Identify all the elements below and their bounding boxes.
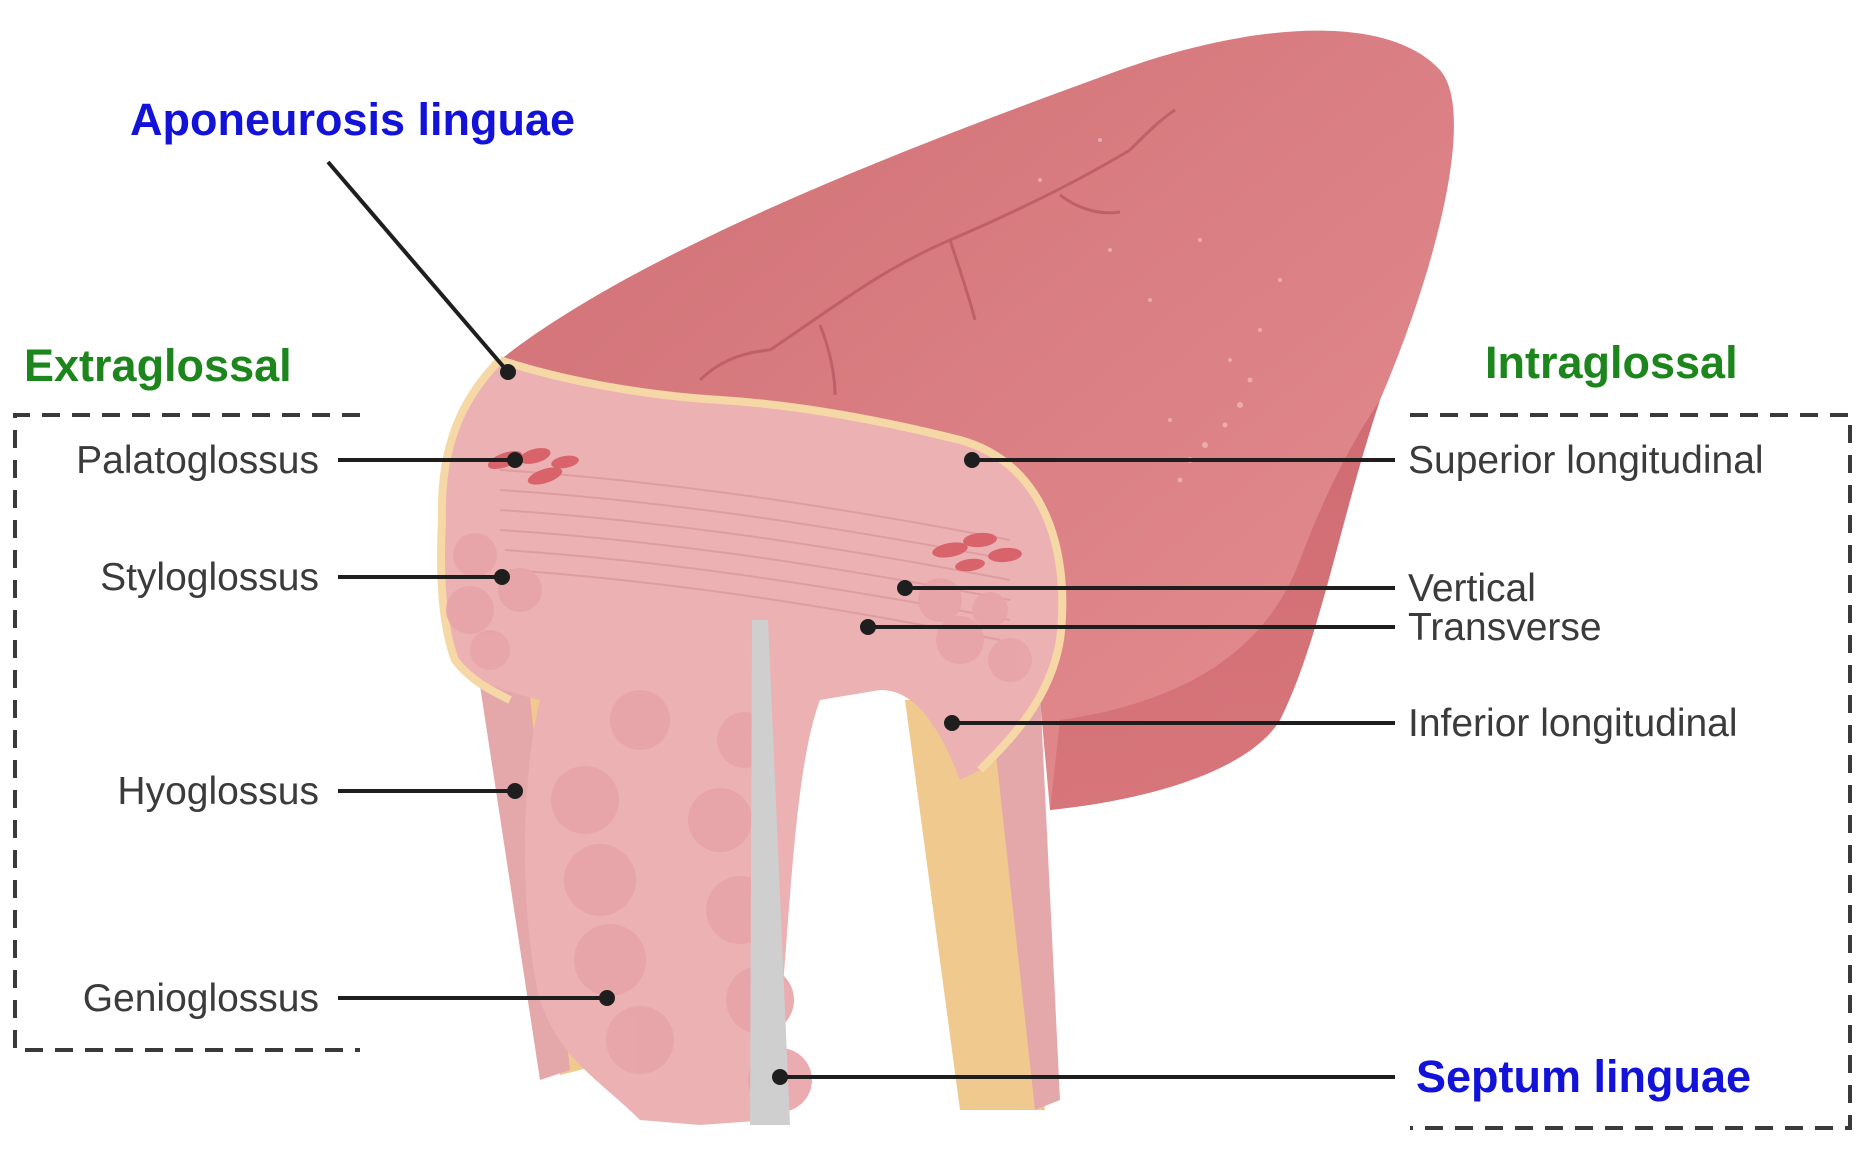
leader-aponeurosis [328, 162, 514, 378]
transverse-label: Transverse [1408, 608, 1602, 647]
styloglossus-label: Styloglossus [100, 558, 319, 597]
intraglossal-heading: Intraglossal [1485, 340, 1738, 385]
palatoglossus-label: Palatoglossus [76, 441, 319, 480]
intraglossal-group-box [1410, 415, 1850, 1128]
vertical-label: Vertical [1408, 569, 1536, 608]
aponeurosis-label: Aponeurosis linguae [130, 97, 575, 142]
septum-label: Septum linguae [1416, 1054, 1751, 1099]
hyoglossus-label: Hyoglossus [117, 772, 319, 811]
inferior-longitudinal-label: Inferior longitudinal [1408, 704, 1738, 743]
genioglossus-label: Genioglossus [83, 979, 319, 1018]
leader-hyoglossus [338, 785, 521, 797]
extraglossal-heading: Extraglossal [24, 343, 292, 388]
superior-longitudinal-label: Superior longitudinal [1408, 441, 1764, 480]
leader-septum [774, 1071, 1395, 1083]
extraglossal-group-box [15, 415, 360, 1050]
